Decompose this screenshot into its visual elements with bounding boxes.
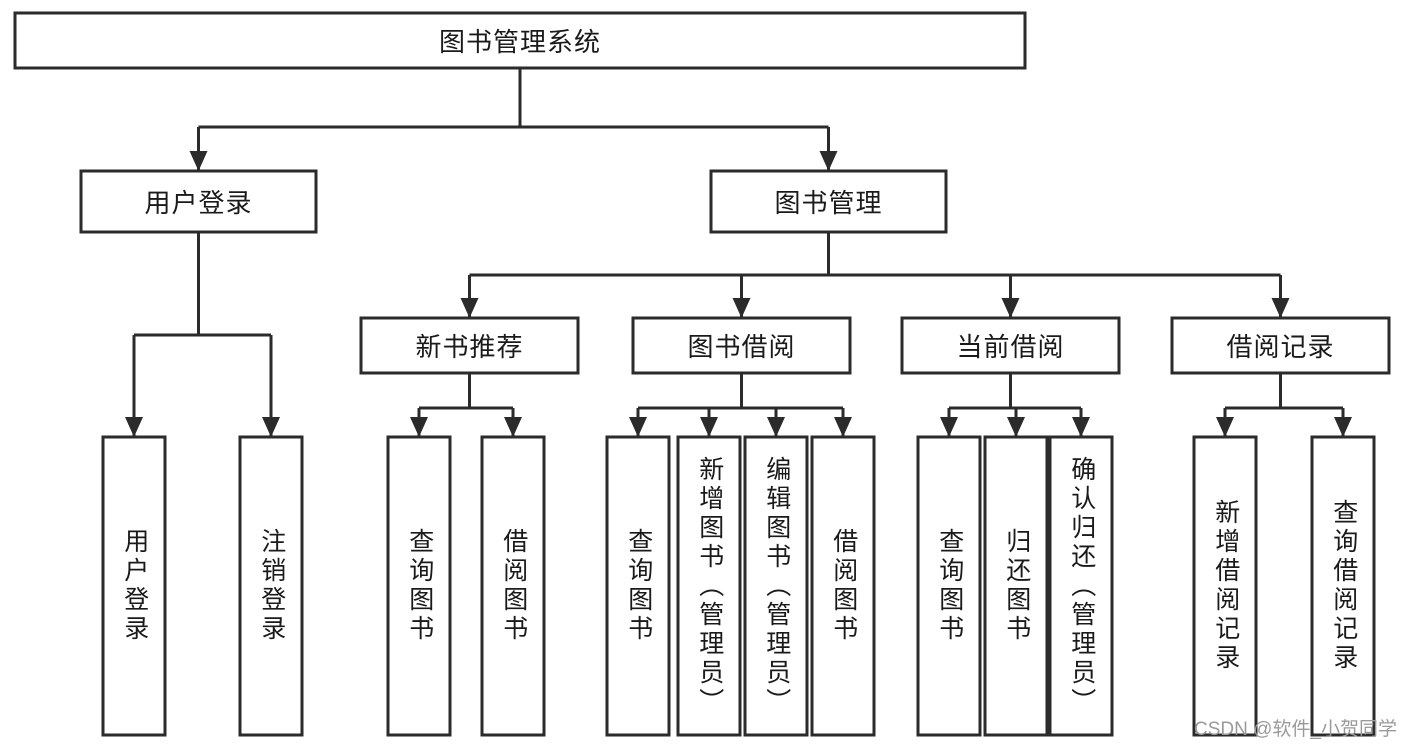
arrow-head-icon-leaf-query-book-cur [940, 417, 958, 437]
arrow-head-icon-new-book-recommend [460, 298, 479, 318]
arrow-head-icon-leaf-confirm-return [1072, 417, 1090, 437]
arrow-head-icon-borrow-record [1271, 298, 1290, 318]
node-leaf-add-book[interactable] [676, 435, 742, 737]
arrow-head-icon-leaf-query-book-rec [410, 417, 428, 437]
arrow-head-icon-leaf-borrow-book-rec [504, 417, 522, 437]
node-leaf-borrow-book-rec[interactable] [480, 435, 546, 737]
node-leaf-query-borrow-record[interactable] [1310, 435, 1376, 737]
node-book-manage[interactable] [709, 169, 948, 234]
arrow-head-icon-leaf-query-book-bor [629, 417, 647, 437]
arrow-head-icon-leaf-logout [262, 417, 280, 437]
node-root[interactable] [13, 11, 1027, 70]
arrow-head-icon-leaf-borrow-book-bor [834, 417, 852, 437]
node-leaf-borrow-book-bor[interactable] [810, 435, 876, 737]
arrow-head-icon-leaf-edit-book [767, 417, 785, 437]
arrow-head-icon-leaf-user-login [125, 417, 143, 437]
node-layer [13, 11, 1391, 737]
arrow-head-icon-book-manage [819, 151, 838, 171]
node-leaf-add-borrow-record[interactable] [1192, 435, 1258, 737]
arrow-head-icon-leaf-add-book [700, 417, 718, 437]
node-leaf-user-login[interactable] [101, 435, 167, 737]
node-leaf-edit-book[interactable] [743, 435, 809, 737]
arrow-head-icon-leaf-query-borrow-record [1334, 417, 1352, 437]
node-leaf-query-book-rec[interactable] [386, 435, 452, 737]
node-leaf-query-book-bor[interactable] [605, 435, 671, 737]
node-leaf-logout[interactable] [238, 435, 304, 737]
node-new-book-recommend[interactable] [359, 316, 580, 375]
node-leaf-query-book-cur[interactable] [916, 435, 982, 737]
node-book-borrow[interactable] [631, 316, 852, 375]
node-user-login[interactable] [79, 169, 318, 234]
arrow-head-icon-user-login [189, 151, 208, 171]
arrow-head-icon-current-borrow [1001, 298, 1020, 318]
node-current-borrow[interactable] [900, 316, 1121, 375]
node-leaf-return-book[interactable] [983, 435, 1049, 737]
arrow-head-icon-leaf-return-book [1007, 417, 1025, 437]
connector-layer [125, 68, 1352, 437]
arrow-head-icon-book-borrow [732, 298, 751, 318]
node-borrow-record[interactable] [1170, 316, 1391, 375]
arrow-head-icon-leaf-add-borrow-record [1216, 417, 1234, 437]
node-leaf-confirm-return[interactable] [1048, 435, 1114, 737]
